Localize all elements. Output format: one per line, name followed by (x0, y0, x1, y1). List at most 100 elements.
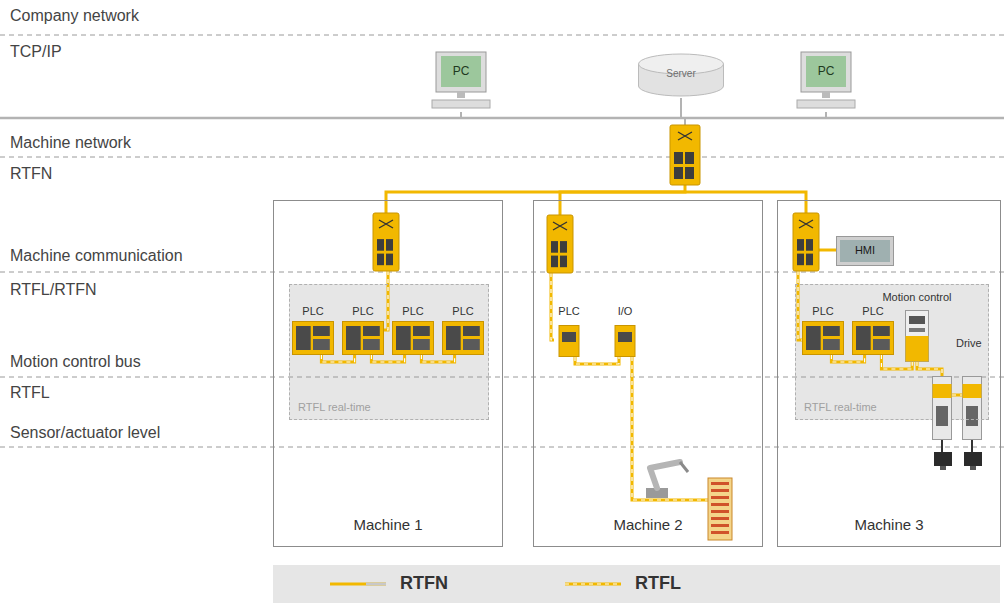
pc-workstation: PC (795, 50, 857, 112)
control-module: PLC (554, 305, 584, 357)
switch-port (674, 152, 683, 164)
node-graphic (795, 50, 857, 112)
module-body (853, 322, 894, 355)
layer-label: Machine network (10, 133, 131, 152)
module-panel (446, 326, 461, 350)
module-panel (873, 326, 890, 336)
switch-port (386, 239, 393, 251)
module-panel (873, 339, 890, 350)
cable-dash (384, 271, 388, 330)
drive-band (933, 384, 952, 398)
link-dash (575, 357, 619, 364)
server-side (638, 64, 639, 86)
switch-port (806, 239, 813, 251)
motor-shaft (940, 466, 946, 470)
server: Server (638, 52, 724, 98)
link-base (421, 355, 454, 362)
module-body (559, 326, 579, 357)
module-body (906, 311, 929, 362)
module-body (803, 322, 844, 355)
node-label: PLC (402, 305, 423, 318)
module-panel (823, 339, 840, 350)
layer-label-anchor: RTFN (10, 164, 52, 183)
node-label: PC (453, 64, 470, 78)
module-body (293, 322, 334, 355)
layer-label-anchor: Company network (10, 6, 139, 25)
switch-port (560, 256, 567, 268)
switch-port (674, 167, 683, 179)
module-body (393, 322, 434, 355)
module-panel (413, 326, 430, 336)
curtain-beam (711, 531, 729, 534)
rtfl-cable (551, 273, 554, 340)
cable-base (952, 394, 962, 397)
layer-label: TCP/IP (10, 42, 62, 61)
node-label: Motion control (882, 291, 951, 304)
plc-module: PLC (802, 305, 844, 355)
switch-icon (678, 132, 692, 140)
legend-text: RTFL (635, 573, 681, 595)
drive-body (963, 377, 982, 440)
legend-item: RTFL (565, 573, 681, 595)
sample-tail (366, 582, 386, 585)
link-base (371, 355, 404, 362)
module-panel (313, 326, 330, 336)
layer-label-anchor: Sensor/actuator level (10, 423, 160, 442)
monitor-neck (822, 92, 830, 98)
switch-port (377, 239, 384, 251)
cable-base (632, 357, 708, 500)
node-label: HMI (855, 244, 875, 257)
drive-body (933, 377, 952, 440)
link-dash (917, 362, 942, 376)
sample-line (330, 582, 386, 585)
rtfl-link (321, 355, 354, 362)
module-panel (562, 332, 576, 342)
module-body (615, 326, 635, 357)
layer-label: Machine communication (10, 246, 183, 265)
motor-shaft (970, 466, 976, 470)
link-base (917, 362, 942, 376)
cable-base (384, 271, 388, 330)
rtfl-cable (952, 395, 962, 396)
module-panel (909, 316, 925, 324)
motor (964, 452, 982, 466)
cable-dash (632, 357, 708, 500)
rtfl-cable (798, 271, 802, 340)
drive-panel (966, 406, 978, 426)
monitor-screen (441, 56, 481, 87)
cable-dash (798, 271, 802, 340)
realtime-zone: RTFL real-timePLCPLCMotion control (795, 284, 989, 420)
switch-body (670, 125, 700, 185)
legend-text: RTFN (400, 573, 448, 595)
keyboard (797, 100, 855, 108)
switch-port (806, 254, 813, 266)
legend-item: RTFN (330, 573, 448, 595)
node-label: PLC (352, 305, 373, 318)
curtain-beam (711, 517, 729, 520)
module-panel (618, 332, 632, 342)
link-dash (321, 355, 354, 362)
network-switch (547, 215, 573, 273)
switch-body (793, 213, 819, 271)
hmi-panel: HMI (836, 236, 894, 266)
node-label: Drive (956, 337, 982, 350)
node-label: PLC (558, 305, 579, 318)
plc-module: PLC (342, 305, 384, 355)
zone-fill (795, 284, 989, 420)
node-label: RTFL real-time (804, 401, 877, 414)
module-panel (413, 339, 430, 350)
module-body (343, 322, 384, 355)
module-panel (463, 339, 480, 350)
node-label: Machine 1 (353, 516, 422, 534)
legend-sample (565, 579, 621, 589)
layer-label: RTFL (10, 383, 50, 402)
network-switch (670, 125, 700, 185)
link-base (575, 357, 619, 364)
switch-body (547, 215, 573, 273)
legend-sample (330, 579, 386, 589)
cable-base (551, 273, 554, 340)
link-dash (371, 355, 404, 362)
control-module: I/O (610, 305, 640, 357)
